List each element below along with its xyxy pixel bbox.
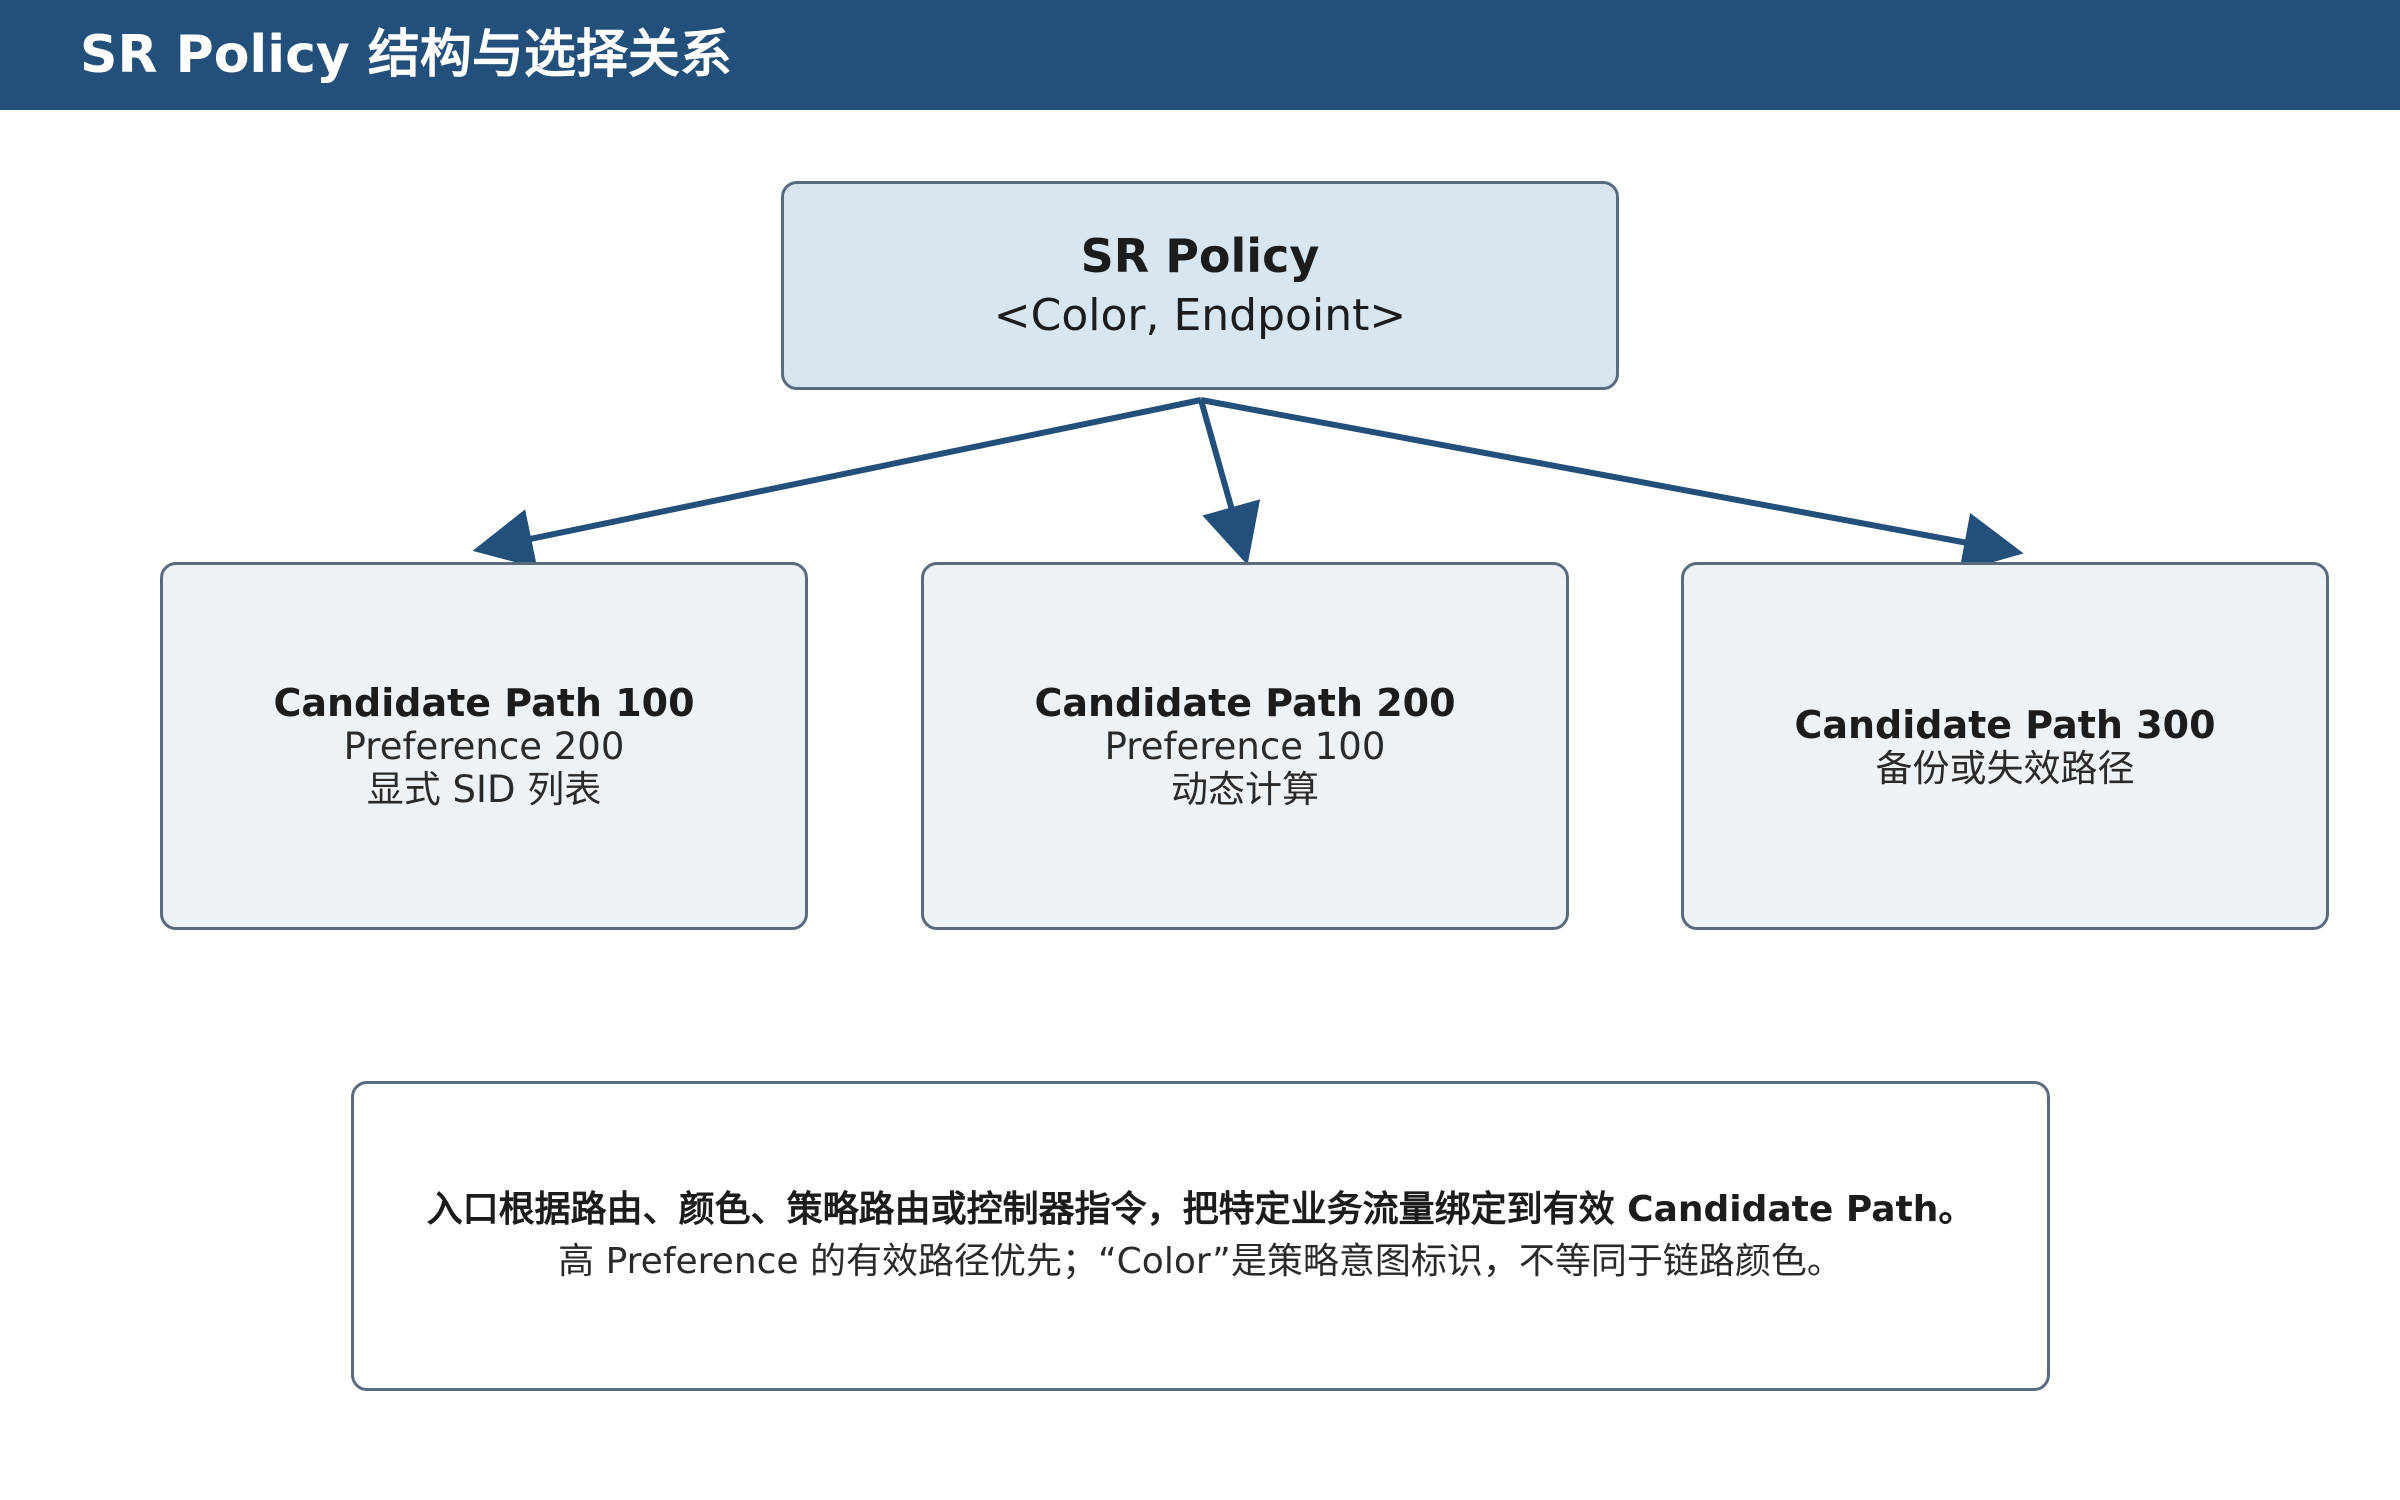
arrow-to-path-200 <box>1198 399 1261 566</box>
candidate-path-title: Candidate Path 300 <box>1794 702 2216 747</box>
candidate-path-200-node: Candidate Path 200 Preference 100 动态计算 <box>921 562 1569 930</box>
note-box: 入口根据路由、颜色、策略路由或控制器指令，把特定业务流量绑定到有效 Candid… <box>351 1081 2050 1391</box>
candidate-path-title: Candidate Path 200 <box>1034 681 1456 725</box>
page-title: SR Policy 结构与选择关系 <box>80 25 732 85</box>
candidate-path-description: 备份或失效路径 <box>1875 746 2135 790</box>
candidate-path-description: 动态计算 <box>1171 768 1319 811</box>
candidate-path-description: 显式 SID 列表 <box>366 768 602 811</box>
arrow-to-path-300 <box>1200 397 2024 572</box>
note-main-text: 入口根据路由、颜色、策略路由或控制器指令，把特定业务流量绑定到有效 Candid… <box>426 1189 1975 1230</box>
policy-subtitle: <Color, Endpoint> <box>993 289 1407 341</box>
candidate-path-preference: Preference 100 <box>1104 725 1386 768</box>
arrow-to-path-100 <box>472 397 1202 569</box>
candidate-path-title: Candidate Path 100 <box>273 681 695 725</box>
sr-policy-node: SR Policy <Color, Endpoint> <box>781 181 1619 390</box>
policy-title: SR Policy <box>1080 228 1320 283</box>
candidate-path-100-node: Candidate Path 100 Preference 200 显式 SID… <box>160 562 808 930</box>
candidate-path-preference: Preference 200 <box>343 725 625 768</box>
note-sub-text: 高 Preference 的有效路径优先；“Color”是策略意图标识，不等同于… <box>558 1241 1843 1282</box>
candidate-path-300-node: Candidate Path 300 备份或失效路径 <box>1681 562 2329 930</box>
header-bar: SR Policy 结构与选择关系 <box>0 0 2400 110</box>
